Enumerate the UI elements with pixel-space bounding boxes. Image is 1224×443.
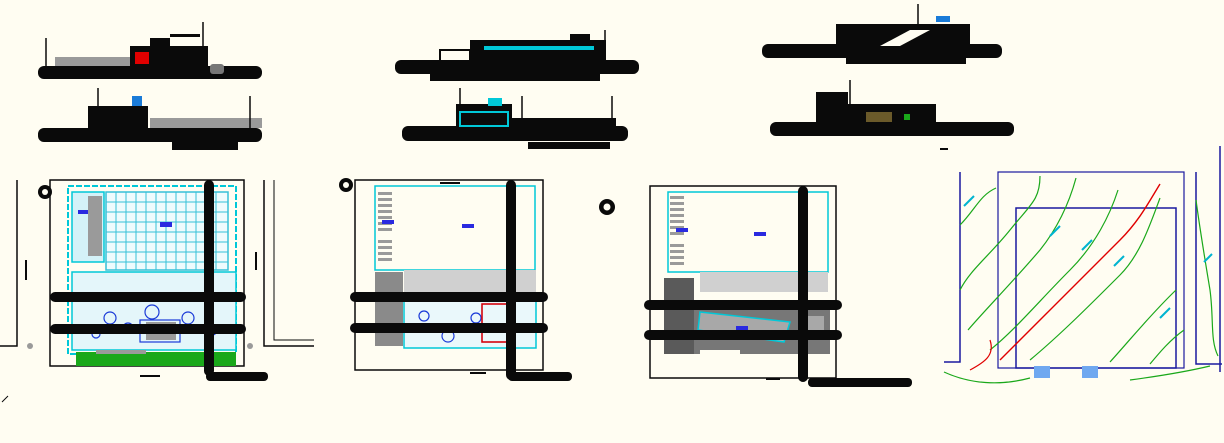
property-line-red: [999, 183, 1161, 361]
room-label-tag-icon: [160, 222, 172, 227]
floor-plan-1: [0, 179, 314, 381]
section-cut-line-vertical: [204, 180, 214, 376]
street-edge-right: [263, 180, 314, 347]
north-arrow-icon: [38, 185, 52, 199]
elevation-5: [762, 4, 1002, 64]
ground-hatch: [150, 118, 262, 128]
elevation-3: [395, 30, 639, 81]
title-bar: [172, 142, 238, 150]
section-cut-line: [350, 292, 548, 302]
glazed-facade: [459, 111, 509, 127]
section-cut-bar: [762, 44, 1002, 58]
roof-element: [150, 38, 170, 46]
section-cut-line: [50, 324, 246, 334]
room-label-tag-icon: [382, 220, 394, 224]
section-cut-line: [350, 323, 548, 333]
site-topography-plan: [943, 146, 1222, 384]
red-door: [135, 52, 149, 64]
section-cut-bar: [402, 126, 628, 141]
annex: [439, 49, 471, 63]
red-edge: [969, 339, 992, 371]
title-bar: [846, 58, 966, 64]
section-cut-line: [644, 300, 842, 310]
hatched-band: [404, 270, 536, 292]
tower-mass: [816, 92, 848, 124]
room-label-tag-icon: [78, 210, 88, 214]
tree-symbol: [247, 343, 253, 349]
lot-boundary: [997, 171, 1185, 369]
facade-panel: [866, 112, 892, 122]
building-mass: [470, 40, 606, 62]
street-edge-left: [944, 172, 961, 363]
stair-core: [804, 316, 824, 334]
beam: [170, 34, 200, 37]
tree-symbol: [27, 343, 33, 349]
plan-title-bar: [508, 372, 572, 381]
street-edge-right: [1195, 172, 1222, 365]
building-mass: [456, 104, 512, 128]
section-cut-line-vertical: [798, 186, 808, 382]
roof-element: [570, 34, 590, 42]
section-cut-line-vertical: [506, 180, 516, 380]
parking-stalls: [670, 196, 684, 265]
scale-tick: [440, 182, 460, 184]
dark-block: [664, 278, 694, 354]
elevation-2: [38, 88, 262, 150]
elevation-6: [770, 80, 1014, 150]
wc-stalls: [88, 196, 102, 256]
contour-elevation-tags: [963, 195, 1213, 319]
section-cut-line: [50, 292, 246, 302]
floor-plan-3: [599, 185, 912, 387]
section-cut-bar: [770, 122, 1014, 136]
lot-boundary: [354, 179, 544, 371]
elevation-1: [38, 22, 262, 79]
room-label-tag-icon: [754, 232, 766, 236]
room-label-tag-icon: [736, 326, 748, 330]
entry-gap: [700, 350, 740, 354]
building-mass: [130, 46, 208, 66]
hatched-band: [700, 272, 828, 292]
section-cut-bar: [38, 66, 262, 79]
vegetation: [904, 114, 910, 120]
diagonal-cut: [880, 30, 930, 46]
north-arrow-icon: [339, 178, 353, 192]
title-bar: [430, 74, 600, 81]
plan-title-bar: [206, 372, 268, 381]
plan-title-bar: [808, 378, 912, 387]
north-arrow-icon: [599, 199, 615, 215]
room-label-tag-icon: [462, 224, 474, 228]
low-wall: [512, 118, 616, 126]
contour-lines: [943, 175, 1219, 384]
lot-boundary: [649, 185, 837, 379]
canopy: [488, 98, 502, 106]
ground-hatch: [55, 57, 130, 66]
elevation-4: [402, 88, 628, 149]
section-cut-bar: [38, 128, 262, 142]
room-label-tag-icon: [676, 228, 688, 232]
building-footprint: [1015, 207, 1177, 369]
glazing-strip: [484, 46, 594, 50]
window-blue: [132, 96, 142, 106]
blue-pad: [1082, 366, 1098, 378]
floor-plan-2: [339, 178, 572, 381]
scale-tick: [766, 378, 780, 380]
gray-block: [375, 272, 403, 346]
section-marker-icon: [1, 395, 9, 403]
section-cut-bar: [395, 60, 639, 74]
blue-pad: [1034, 366, 1050, 378]
title-bar: [528, 142, 610, 149]
section-cut-line: [644, 330, 842, 340]
tick: [940, 148, 948, 150]
street-edge-right-inner: [273, 180, 314, 341]
street-edge-left: [0, 180, 18, 347]
building-mass: [88, 106, 148, 128]
tree-symbol: [210, 64, 224, 74]
scale-tick: [140, 375, 160, 377]
window-blue: [936, 16, 950, 22]
scale-tick: [470, 372, 486, 374]
step: [96, 350, 146, 354]
